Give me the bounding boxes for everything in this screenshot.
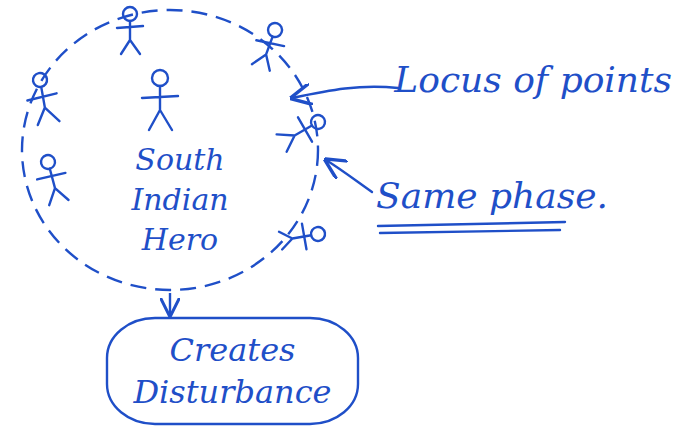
node-text: South Indian Hero xyxy=(115,140,245,260)
node-text: Creates Disturbance xyxy=(105,319,360,423)
hero-stick-figure xyxy=(142,70,178,130)
flow-arrow xyxy=(169,293,171,315)
double-underline xyxy=(378,222,565,233)
stick-figure xyxy=(278,220,327,253)
stick-figure xyxy=(32,152,73,207)
annotation-label: Same phase. xyxy=(376,176,608,216)
locus-circle: South Indian Hero xyxy=(20,8,320,292)
result-box: Creates Disturbance xyxy=(105,316,360,426)
outline-shape xyxy=(22,10,318,290)
annotation-label: Locus of points xyxy=(394,60,672,100)
leader-arrow xyxy=(326,160,372,192)
leader-arrow xyxy=(292,87,398,98)
stick-figure xyxy=(275,106,331,155)
